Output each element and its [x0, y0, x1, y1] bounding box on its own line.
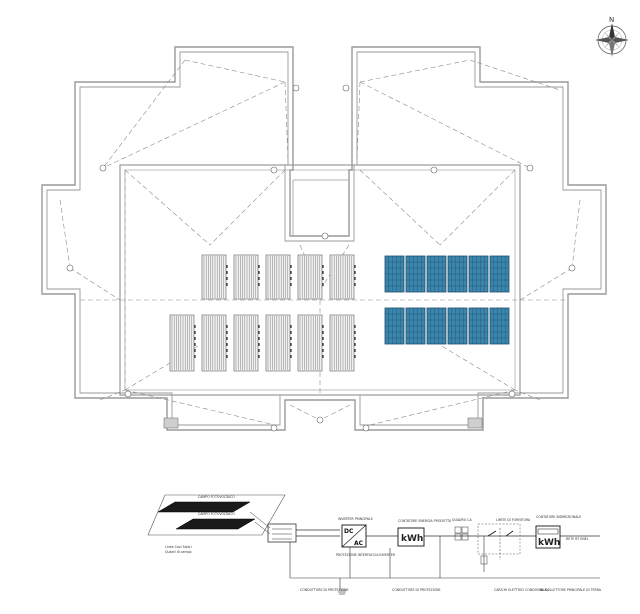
rete-label: RETE BT ENEL [566, 537, 589, 541]
meter1-box [397, 527, 425, 547]
electrical-schematic: CAMPO FOTOVOLTAICO CAMPO FOTOVOLTAICO Li… [147, 494, 602, 595]
striped-pv-panel-4 [329, 254, 356, 300]
roof-outline [41, 46, 607, 431]
blue-pv-panel-6 [384, 307, 405, 345]
string-box [267, 523, 297, 543]
striped-pv-panel-0 [201, 254, 228, 300]
schematic-left-caption-2: Quadri di campo [165, 550, 191, 554]
striped-pv-panel-1 [233, 254, 260, 300]
striped-pv-panel-2 [265, 254, 292, 300]
pv-array-2-label: CAMPO FOTOVOLTAICO [198, 512, 235, 516]
meter1-unit: kWh [401, 534, 423, 544]
striped-pv-panel-10 [329, 314, 356, 372]
limite-title: LIMITE DI FORNITURA [496, 518, 531, 522]
roof-slope-lines [59, 59, 581, 426]
blue-pv-panel-8 [426, 307, 447, 345]
blue-pv-panel-2 [426, 255, 447, 293]
striped-pv-panel-5 [169, 314, 196, 372]
blue-pv-panel-5 [489, 255, 510, 293]
roof-drain-markers [66, 84, 576, 432]
blue-pv-panel-9 [447, 307, 468, 345]
striped-pv-panel-9 [297, 314, 324, 372]
ground-label-3: CARICHI ELETTRICI CONDOMINIALI [494, 588, 549, 592]
striped-pv-panels [169, 254, 356, 372]
pv-array-1 [157, 501, 251, 513]
striped-pv-panel-7 [233, 314, 260, 372]
blue-pv-panel-0 [384, 255, 405, 293]
striped-pv-panel-3 [297, 254, 324, 300]
meter1-title: CONTATORE ENERGIA PRODOTTA [398, 519, 452, 523]
ground-label-4: AL COLLETTORE PRINCIPALE DI TERRA [540, 588, 602, 592]
quadro-title: QUADRO CA [452, 518, 472, 522]
blue-pv-panel-10 [468, 307, 489, 345]
inverter-ac-label: AC [354, 540, 364, 547]
meter2-unit: kWh [538, 538, 560, 548]
blue-pv-panel-7 [405, 307, 426, 345]
ground-label-2: CONDUTTORE DI PROTEZIONE [392, 588, 441, 592]
ground-label-1: CONDUTTORE DI PROTEZIONE [300, 588, 349, 592]
blue-pv-panel-4 [468, 255, 489, 293]
inverter-title: INVERTER PRINCIPALE [338, 517, 373, 521]
striped-pv-panel-6 [201, 314, 228, 372]
pv-array-1-label: CAMPO FOTOVOLTAICO [198, 495, 235, 499]
pv-array-2 [175, 518, 256, 530]
blue-pv-panels [384, 255, 510, 345]
inverter-dc-label: DC [344, 528, 354, 535]
striped-pv-panel-8 [265, 314, 292, 372]
blue-pv-panel-3 [447, 255, 468, 293]
blue-pv-panel-1 [405, 255, 426, 293]
schematic-left-caption-1: Linee Cavi Solari [165, 545, 192, 549]
inverter-subtitle: PROTEZIONE INTERFACCIA INVERTER [336, 553, 396, 557]
blue-pv-panel-11 [489, 307, 510, 345]
meter2-title: CONTATORE BIDIREZIONALE [536, 515, 581, 519]
compass-rose-icon [595, 23, 629, 57]
compass-north-label: N [609, 16, 614, 24]
